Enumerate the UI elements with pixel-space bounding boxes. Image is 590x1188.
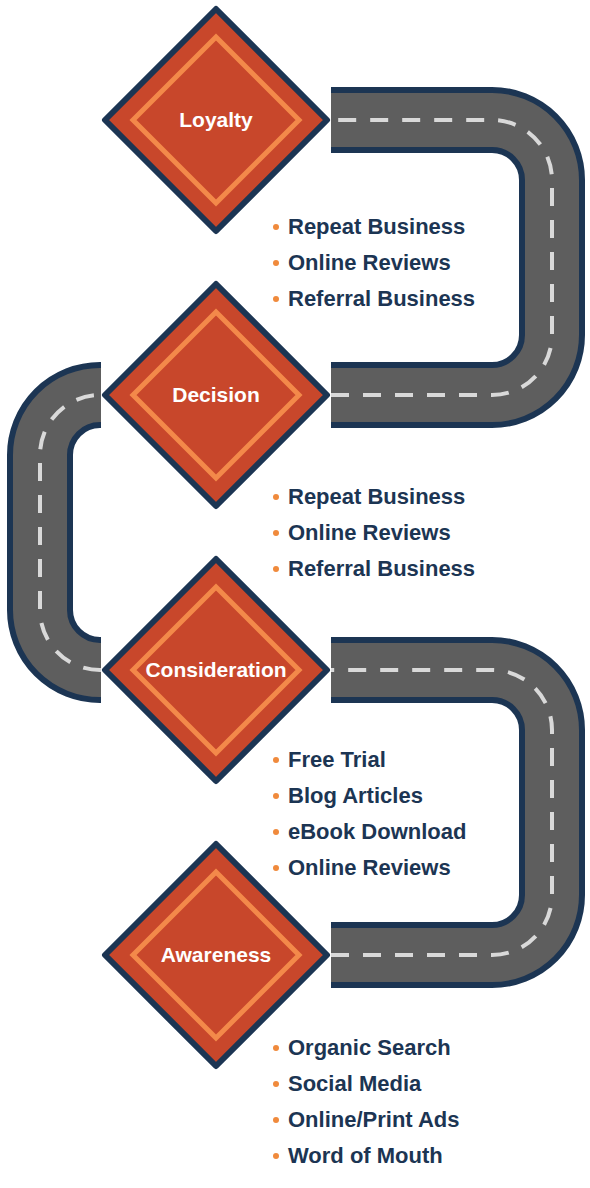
touchpoint-item: Online/Print Ads <box>288 1107 460 1133</box>
bullet-dot <box>273 1117 279 1123</box>
stage-name: Consideration <box>101 658 331 682</box>
stage-name: Awareness <box>101 943 331 967</box>
stage-diamond: Decision <box>101 280 331 510</box>
bullet-dot <box>273 260 279 266</box>
bullet-dot <box>273 530 279 536</box>
stage-name: Decision <box>101 383 331 407</box>
touchpoint-item: Free Trial <box>288 747 386 773</box>
bullet-dot <box>273 224 279 230</box>
touchpoint-item: Online Reviews <box>288 250 451 276</box>
bullet-dot <box>273 757 279 763</box>
touchpoint-item: Referral Business <box>288 556 475 582</box>
touchpoint-item: Online Reviews <box>288 520 451 546</box>
touchpoint-item: Word of Mouth <box>288 1143 443 1169</box>
touchpoint-item: Referral Business <box>288 286 475 312</box>
bullet-dot <box>273 494 279 500</box>
touchpoint-item: Blog Articles <box>288 783 423 809</box>
road-surface <box>331 670 552 955</box>
stage-diamond: Loyalty <box>101 5 331 235</box>
road-edge <box>331 670 552 955</box>
stage-name: Loyalty <box>101 108 331 132</box>
touchpoint-item: Online Reviews <box>288 855 451 881</box>
road-connector <box>331 670 552 955</box>
touchpoint-item: eBook Download <box>288 819 466 845</box>
bullet-dot <box>273 865 279 871</box>
touchpoint-item: Social Media <box>288 1071 421 1097</box>
road-surface <box>40 395 101 670</box>
road-dashes <box>331 670 552 955</box>
bullet-dot <box>273 296 279 302</box>
bullet-dot <box>273 829 279 835</box>
bullet-dot <box>273 566 279 572</box>
bullet-dot <box>273 793 279 799</box>
touchpoint-item: Repeat Business <box>288 484 465 510</box>
bullet-dot <box>273 1153 279 1159</box>
bullet-dot <box>273 1081 279 1087</box>
road-connector <box>40 395 101 670</box>
road-edge <box>40 395 101 670</box>
touchpoint-item: Repeat Business <box>288 214 465 240</box>
touchpoint-item: Organic Search <box>288 1035 451 1061</box>
road-dashes <box>40 395 101 670</box>
bullet-dot <box>273 1045 279 1051</box>
